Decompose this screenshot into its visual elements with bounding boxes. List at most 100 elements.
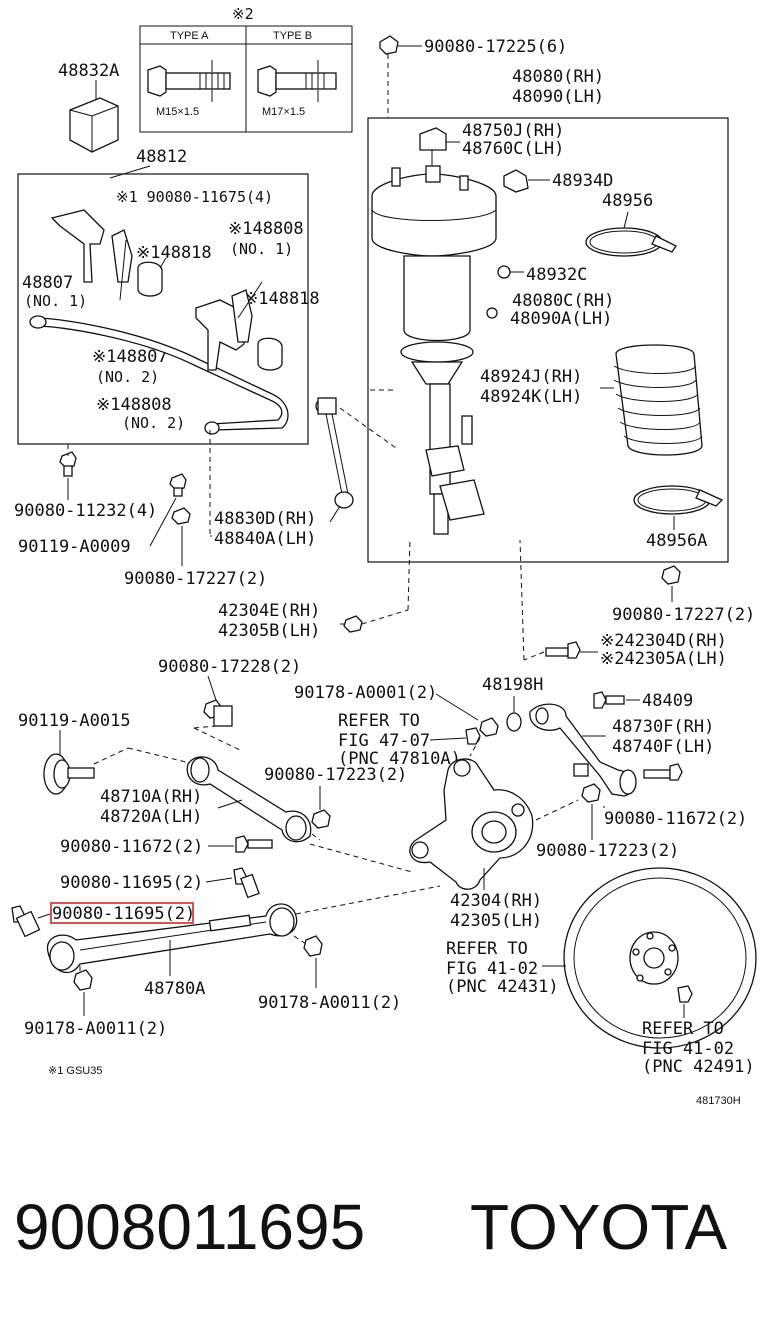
label-48780A: 48780A — [144, 979, 205, 999]
label-48830D: 48830D(RH) — [214, 509, 316, 529]
nut-90178-A0011-a-drawing — [73, 969, 93, 991]
label-42305A: ※242305A(LH) — [600, 649, 727, 669]
air-spring-drawing — [371, 150, 497, 535]
bolt-90080-11672-a-drawing — [235, 835, 273, 853]
label-90080-11672-a: 90080-11672(2) — [60, 837, 203, 857]
label-90178-A0001: 90178-A0001(2) — [294, 683, 437, 703]
seal-48932C-drawing — [497, 265, 511, 279]
note2-header: ※2 — [232, 5, 254, 23]
nut-90080-17223-b-drawing — [581, 783, 601, 803]
type-a-header: TYPE A — [170, 30, 209, 42]
label-90119-A0015: 90119-A0015 — [18, 711, 131, 731]
nut-90080-17227-b-drawing — [661, 565, 681, 585]
parts-diagram: ※2 TYPE A TYPE B M15×1.5 M17×1.5 48832A — [11, 5, 757, 1107]
nut-90178-A0001-drawing — [479, 717, 499, 737]
label-42305B: 42305B(LH) — [218, 621, 320, 641]
label-42304: 42304(RH) — [450, 891, 542, 911]
knuckle-42304-drawing — [409, 758, 534, 890]
bolt-42304D-drawing — [545, 641, 581, 659]
clamp-48956-drawing — [585, 227, 677, 257]
bolt-type-a-drawing — [147, 60, 231, 102]
bump-cap-drawing — [419, 127, 447, 151]
label-48090A: 48090A(LH) — [510, 309, 612, 329]
clamp-48956A-drawing — [633, 485, 724, 515]
label-48932C: 48932C — [526, 265, 587, 285]
label-48740F: 48740F(LH) — [612, 737, 714, 757]
refer1-line1: REFER TO — [338, 711, 420, 731]
label-90080-11695-a: 90080-11695(2) — [60, 873, 203, 893]
nut-90080-17223-a-drawing — [311, 809, 331, 829]
label-90080-17228: 90080-17228(2) — [158, 657, 301, 677]
label-48807-no2: ※148807 — [92, 347, 168, 367]
lower-arm-48710A-drawing — [186, 756, 312, 843]
label-48760C: 48760C(LH) — [462, 139, 564, 159]
bolt-90080-11672-b-drawing — [643, 763, 683, 781]
clip-48934D-drawing — [503, 169, 529, 193]
label-42304E: 42304E(RH) — [218, 601, 320, 621]
label-42304D: ※242304D(RH) — [600, 631, 727, 651]
footnote-gsu35: ※1 GSU35 — [48, 1065, 102, 1077]
label-48720A: 48720A(LH) — [100, 807, 202, 827]
stabilizer-group-box — [17, 173, 309, 445]
refer2-line2: FIG 41-02 — [446, 959, 538, 979]
footer: 9008011695 TOYOTA — [0, 1160, 760, 1280]
label-48812: 48812 — [136, 147, 187, 167]
label-48730F: 48730F(RH) — [612, 717, 714, 737]
label-48808-no1-note: (NO. 1) — [230, 240, 293, 258]
label-90080-11232: 90080-11232(4) — [14, 501, 157, 521]
label-48924J: 48924J(RH) — [480, 367, 582, 387]
label-90119-A0009: 90119-A0009 — [18, 537, 131, 557]
label-48807-no2-note: (NO. 2) — [96, 368, 159, 386]
bolt-90080-11695-b-drawing — [11, 905, 41, 938]
refer1-line3: (PNC 47810A) — [338, 749, 461, 769]
label-90080-11695-highlighted[interactable]: 90080-11695(2) — [52, 904, 195, 924]
refer2-line3: (PNC 42431) — [446, 977, 559, 997]
refer1-line2: FIG 47-07 — [338, 731, 430, 751]
label-48832A: 48832A — [58, 61, 119, 81]
bolt-small-47-drawing — [465, 727, 481, 745]
label-48924K: 48924K(LH) — [480, 387, 582, 407]
refer3-line1: REFER TO — [642, 1019, 724, 1039]
washer-48198H-drawing — [506, 712, 522, 732]
label-48818-a: ※148818 — [136, 243, 212, 263]
label-48080C: 48080C(RH) — [512, 291, 614, 311]
label-48750J: 48750J(RH) — [462, 121, 564, 141]
label-48807-no1: 48807 — [22, 273, 73, 293]
part-number-caption: 9008011695 — [14, 1191, 366, 1263]
label-90080-11672-b: 90080-11672(2) — [604, 809, 747, 829]
label-48090: 48090(LH) — [512, 87, 604, 107]
bolt-90080-11695-a-drawing — [233, 867, 260, 899]
label-48808-no2: ※148808 — [96, 395, 172, 415]
bracket-48832A-drawing — [69, 80, 119, 153]
label-48808-no1: ※148808 — [228, 219, 304, 239]
upper-arm-48730F-drawing — [529, 703, 637, 797]
screw-42491-drawing — [677, 985, 693, 1003]
label-48840A: 48840A(LH) — [214, 529, 316, 549]
highlight-box — [50, 902, 194, 924]
refer3-line3: (PNC 42491) — [642, 1057, 755, 1077]
label-90178-A0011-a: 90178-A0011(2) — [24, 1019, 167, 1039]
label-48956: 48956 — [602, 191, 653, 211]
refer2-line1: REFER TO — [446, 939, 528, 959]
m15-spec: M15×1.5 — [156, 106, 199, 118]
bolt-type-b-drawing — [257, 60, 337, 102]
label-48956A: 48956A — [646, 531, 707, 551]
nut-90080-17228-drawing — [203, 699, 233, 727]
bellows-48924-drawing — [613, 344, 703, 456]
label-48080: 48080(RH) — [512, 67, 604, 87]
stabilizer-bar-drawing — [29, 209, 289, 435]
label-48808-no2-note: (NO. 2) — [122, 414, 185, 432]
nut-42304E-drawing — [343, 615, 363, 633]
label-90178-A0011-b: 90178-A0011(2) — [258, 993, 401, 1013]
brake-disc-drawing — [563, 867, 757, 1049]
label-90080-17223-b: 90080-17223(2) — [536, 841, 679, 861]
m17-spec: M17×1.5 — [262, 106, 305, 118]
label-48818-b: ※148818 — [244, 289, 320, 309]
label-90080-17227-b: 90080-17227(2) — [612, 605, 755, 625]
label-90080-17223-a: 90080-17223(2) — [264, 765, 407, 785]
lateral-arm-48780A-drawing — [46, 903, 298, 974]
type-b-header: TYPE B — [273, 30, 312, 42]
bolt-48409-drawing — [593, 691, 625, 709]
nut-90080-17225-drawing — [379, 35, 399, 55]
nut-90080-17227-a-drawing — [171, 507, 191, 525]
